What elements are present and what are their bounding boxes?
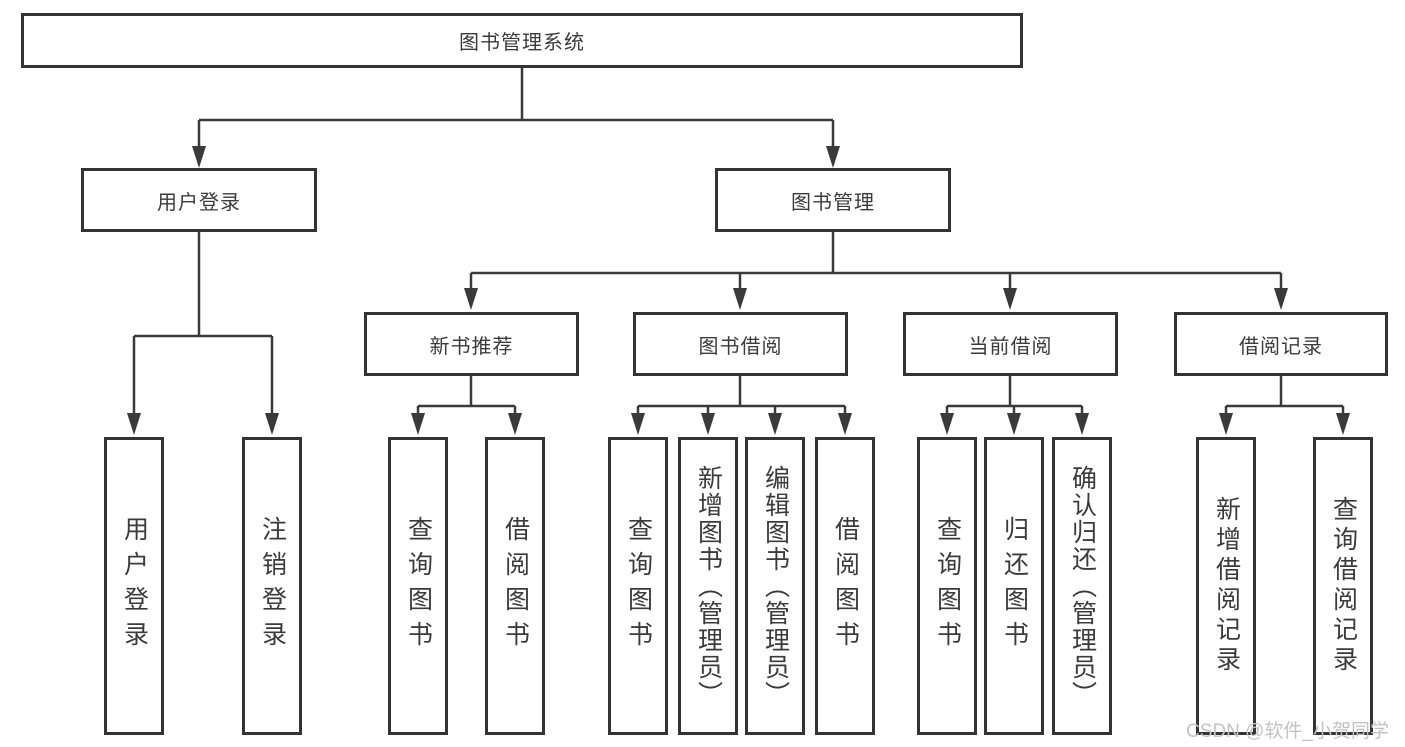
leaf-query-books-recommend: 查询图书 xyxy=(388,437,448,735)
leaf-query-books-borrowing-label: 查询图书 xyxy=(624,516,653,656)
leaf-logout-label: 注销登录 xyxy=(258,516,287,656)
leaf-add-books-admin: 新增图书（管理员） xyxy=(678,437,738,735)
csdn-watermark: CSDN @软件_小贺同学 xyxy=(1186,721,1389,742)
leaf-add-borrow-record-label: 新增借阅记录 xyxy=(1212,496,1241,676)
node-user-login: 用户登录 xyxy=(81,168,317,232)
leaf-query-borrow-record-label: 查询借阅记录 xyxy=(1329,496,1358,676)
node-library-system-label: 图书管理系统 xyxy=(459,32,585,54)
leaf-add-borrow-record: 新增借阅记录 xyxy=(1196,437,1256,735)
node-book-management: 图书管理 xyxy=(715,168,951,232)
leaf-return-books: 归还图书 xyxy=(984,437,1044,735)
leaf-confirm-return-admin-label: 确认归还（管理员） xyxy=(1068,464,1097,708)
leaf-query-books-borrowing: 查询图书 xyxy=(608,437,668,735)
node-book-borrowing-label: 图书借阅 xyxy=(698,335,783,358)
node-new-book-recommend-label: 新书推荐 xyxy=(429,335,514,358)
leaf-query-books-current-label: 查询图书 xyxy=(933,516,962,656)
node-book-management-label: 图书管理 xyxy=(791,191,875,214)
node-library-system: 图书管理系统 xyxy=(21,13,1023,68)
leaf-borrow-books-borrowing: 借阅图书 xyxy=(815,437,875,735)
node-borrowing-records: 借阅记录 xyxy=(1174,312,1388,376)
node-book-borrowing: 图书借阅 xyxy=(633,312,848,376)
leaf-borrow-books-borrowing-label: 借阅图书 xyxy=(831,516,860,656)
leaf-borrow-books-recommend-label: 借阅图书 xyxy=(501,516,530,656)
leaf-logout: 注销登录 xyxy=(242,437,302,735)
node-borrowing-records-label: 借阅记录 xyxy=(1239,335,1323,358)
leaf-borrow-books-recommend: 借阅图书 xyxy=(485,437,545,735)
leaf-edit-books-admin: 编辑图书（管理员） xyxy=(745,437,805,735)
leaf-add-books-admin-label: 新增图书（管理员） xyxy=(694,464,723,708)
node-new-book-recommend: 新书推荐 xyxy=(364,312,579,376)
leaf-query-borrow-record: 查询借阅记录 xyxy=(1313,437,1373,735)
leaf-return-books-label: 归还图书 xyxy=(1000,516,1029,656)
node-user-login-label: 用户登录 xyxy=(157,191,241,214)
leaf-confirm-return-admin: 确认归还（管理员） xyxy=(1052,437,1112,735)
leaf-user-login-label: 用户登录 xyxy=(120,516,149,656)
node-current-borrowing-label: 当前借阅 xyxy=(968,335,1053,358)
leaf-query-books-current: 查询图书 xyxy=(917,437,977,735)
node-current-borrowing: 当前借阅 xyxy=(903,312,1118,376)
leaf-edit-books-admin-label: 编辑图书（管理员） xyxy=(761,464,790,708)
leaf-query-books-recommend-label: 查询图书 xyxy=(404,516,433,656)
leaf-user-login: 用户登录 xyxy=(104,437,164,735)
